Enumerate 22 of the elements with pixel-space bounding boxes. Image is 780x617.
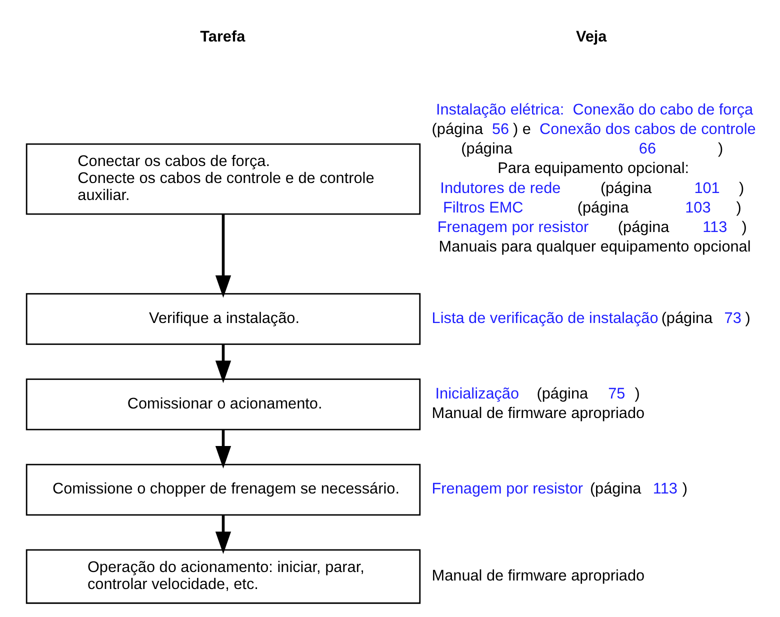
node-label: Para equipamento opcional:	[497, 160, 689, 178]
node-box: Verifique a instalação.	[25, 293, 420, 345]
node-box: Operação do acionamento: iniciar, parar, controlar velocidade, etc.	[25, 549, 420, 604]
node-label: Manual de firmware apropriado	[431, 567, 644, 584]
arrow	[214, 344, 231, 384]
label: Veja	[575, 28, 606, 46]
node-label: Frenagem por resistor (página 113)	[436, 218, 746, 236]
node-label: Frenagem por resistor (página 113)	[431, 480, 687, 498]
arrow	[214, 214, 231, 298]
node-label: Instalação elétrica: Conexão do cabo de força (página 56) e Conexão dos cabos de controle (página 66)	[431, 101, 756, 158]
node-label: Indutores de rede (página 101)	[440, 180, 744, 197]
node-box: Comissione o chopper de frenagem se necessário.	[25, 464, 420, 516]
node-label: Inicialização (página 75)	[434, 385, 640, 402]
arrow	[214, 514, 231, 554]
arrow	[214, 430, 231, 468]
node-label: Manuais para qualquer equipamento opcional	[438, 238, 750, 256]
node-label: Lista de verificação de instalação (página 73)	[431, 310, 750, 327]
node-box: Comissionar o acionamento.	[25, 378, 420, 430]
label: Tarefa	[200, 28, 245, 46]
node-label: Filtros EMC (página 103)	[442, 199, 741, 216]
node-label: Manual de firmware apropriado	[431, 405, 644, 422]
node-box: Conectar os cabos de força. Conecte os cabos de controle e de controle auxiliar.	[25, 143, 420, 215]
